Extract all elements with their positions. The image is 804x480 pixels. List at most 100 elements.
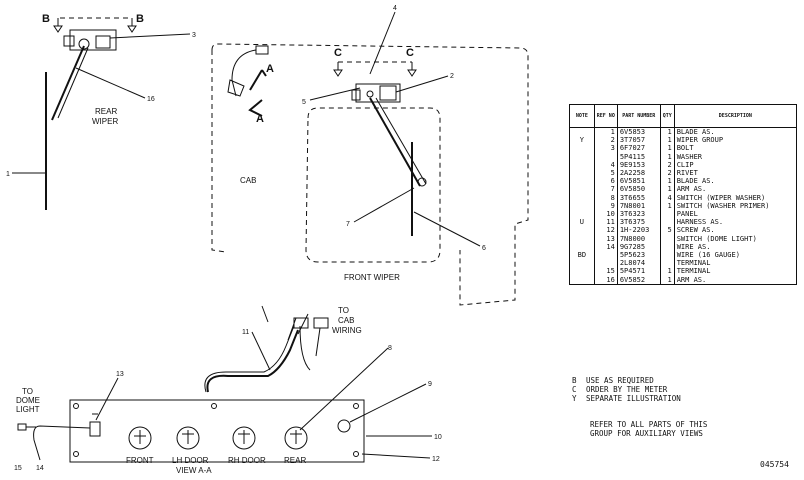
cell-part: 5P4115 [616, 152, 661, 161]
callout-7: 7 [346, 221, 350, 228]
callout-4: 4 [393, 5, 397, 12]
cell-note [569, 201, 595, 211]
cell-qty [659, 234, 675, 243]
header-part: PART NUMBER [616, 104, 661, 128]
header-ref: REF NO [593, 104, 618, 128]
switch-label-front: FRONT [126, 456, 154, 465]
cell-note [569, 267, 595, 276]
front-wiper-label: FRONT WIPER [344, 273, 400, 282]
cell-note [569, 177, 595, 186]
cell-note: Y [569, 136, 595, 145]
to-dome-light-1: TO [22, 387, 33, 396]
note-key: B [572, 376, 577, 385]
callout-16: 16 [147, 96, 155, 103]
cell-qty: 5 [659, 226, 675, 235]
cell-part: 3T7057 [616, 136, 661, 145]
cell-ref: 2 [593, 136, 618, 145]
cell-ref [593, 152, 618, 161]
section-b-left: B [42, 13, 50, 25]
note-text: USE AS REQUIRED [586, 376, 654, 385]
cell-part: 6V5851 [616, 177, 661, 186]
cell-ref: 1 [593, 127, 618, 137]
note-row: Y SEPARATE ILLUSTRATION [572, 394, 681, 403]
cell-qty: 4 [659, 193, 675, 202]
cab-label: CAB [240, 176, 256, 185]
cell-qty [659, 210, 675, 219]
cell-note [569, 169, 595, 178]
callout-6: 6 [482, 245, 486, 252]
refer-line-1: REFER TO ALL PARTS OF THIS [590, 420, 708, 429]
cell-note [569, 185, 595, 194]
harness-assembly: TO CAB WIRING 11 [204, 305, 362, 393]
cell-ref: 16 [593, 275, 618, 285]
cell-ref: 6 [593, 177, 618, 186]
switch-label-rear: REAR [284, 456, 306, 465]
cell-note [569, 242, 595, 252]
cell-desc: RIVET [673, 169, 798, 178]
cell-note [569, 259, 595, 268]
cell-desc: PANEL [673, 210, 798, 219]
cell-qty: 1 [659, 127, 675, 137]
cell-desc: WASHER [673, 152, 798, 161]
cell-note [569, 144, 595, 153]
cell-ref: 14 [593, 242, 618, 252]
cell-note: U [569, 218, 595, 227]
cell-part: 3T6375 [616, 218, 661, 227]
cell-note [569, 210, 595, 219]
cell-note [569, 160, 595, 170]
cell-ref [593, 251, 618, 260]
note-key: C [572, 385, 577, 394]
cell-desc: HARNESS AS. [673, 218, 798, 227]
cell-note [569, 234, 595, 243]
section-c-left: C [334, 47, 342, 59]
callout-9: 9 [428, 381, 432, 388]
front-wiper-assembly: C C 4 2 5 7 6 [302, 5, 486, 252]
callout-5: 5 [302, 99, 306, 106]
note-key: Y [572, 394, 577, 403]
cell-note [569, 193, 595, 202]
cell-ref: 8 [593, 193, 618, 202]
cell-part: 6V5852 [616, 275, 661, 285]
cell-desc: CLIP [673, 160, 798, 170]
cell-desc: WIRE (16 GAUGE) [673, 251, 798, 260]
to-dome-light-3: LIGHT [16, 405, 40, 414]
cell-qty: 2 [659, 169, 675, 178]
callout-3: 3 [192, 32, 196, 39]
cell-note [569, 152, 595, 161]
to-dome-light-2: DOME [16, 396, 40, 405]
cell-desc: TERMINAL [673, 267, 798, 276]
cell-desc: SWITCH (DOME LIGHT) [673, 234, 798, 243]
cell-desc: ARM AS. [673, 185, 798, 194]
cell-ref: 15 [593, 267, 618, 276]
rear-wiper-assembly: B B 3 16 1 REAR WIPER [6, 13, 196, 210]
cell-ref [593, 259, 618, 268]
table-row: 2L8074 TERMINAL [569, 259, 798, 268]
cell-note [569, 226, 595, 235]
note-text: SEPARATE ILLUSTRATION [586, 394, 681, 403]
section-b-right: B [136, 13, 144, 25]
cell-desc: SCREW AS. [673, 226, 798, 235]
cell-ref: 13 [593, 234, 618, 243]
callout-8: 8 [388, 345, 392, 352]
cell-part: 7N8000 [616, 234, 661, 243]
table-header-row: NOTE REF NO PART NUMBER QTY DESCRIPTION [569, 104, 798, 128]
cell-desc: WIPER GROUP [673, 136, 798, 145]
cell-ref: 3 [593, 144, 618, 153]
cell-qty: 1 [659, 136, 675, 145]
cell-ref: 7 [593, 185, 618, 194]
cell-part: 6V5853 [616, 127, 661, 137]
switch-panel: FRONT LH DOOR RH DOOR REAR VIEW A-A TO D… [14, 345, 442, 475]
rear-wiper-label-2: WIPER [92, 117, 118, 126]
parts-table: NOTE REF NO PART NUMBER QTY DESCRIPTION … [569, 104, 798, 285]
